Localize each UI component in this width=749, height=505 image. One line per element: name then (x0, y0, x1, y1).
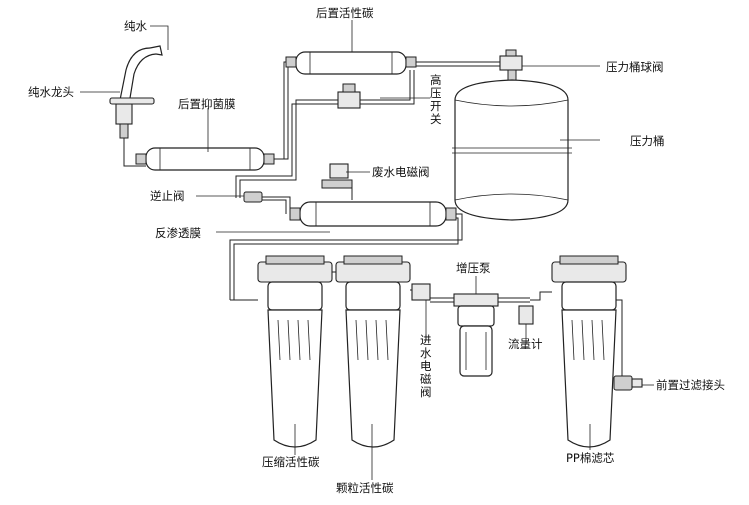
waste-water-solenoid (321, 163, 353, 200)
label-pp-cotton: PP棉滤芯 (566, 451, 614, 465)
high-pressure-switch (235, 70, 415, 198)
label-waste-solenoid: 废水电磁阀 (372, 165, 430, 179)
inlet-solenoid (411, 283, 454, 303)
pure-water-faucet (109, 45, 163, 167)
label-post-antibacterial: 后置抑菌膜 (178, 97, 236, 111)
label-granular-carbon: 颗粒活性碳 (336, 481, 394, 495)
post-antibacterial-membrane (135, 61, 298, 171)
label-high-pressure-switch: 高压开关 (430, 73, 442, 126)
pressure-tank (452, 79, 572, 221)
label-flow-meter: 流量计 (508, 337, 543, 351)
label-pre-filter-connector: 前置过滤接头 (656, 378, 725, 392)
label-compressed-carbon: 压缩活性碳 (262, 455, 320, 469)
flow-meter (518, 305, 534, 325)
label-pure-faucet: 纯水龙头 (28, 85, 74, 99)
label-pressure-tank: 压力桶 (630, 134, 665, 148)
label-post-carbon: 后置活性碳 (316, 6, 374, 20)
label-inlet-solenoid: 进水电磁阀 (420, 333, 432, 399)
label-check-valve: 逆止阀 (150, 189, 185, 203)
check-valve (243, 191, 291, 214)
leader-lines (80, 20, 654, 480)
label-inlet-solenoid-text: 进水电磁阀 (420, 333, 432, 399)
label-pressure-tank-valve: 压力桶球阀 (606, 60, 664, 74)
pressure-tank-valve (499, 49, 523, 83)
label-pure-water: 纯水 (124, 19, 147, 33)
compressed-carbon-filter (230, 255, 340, 448)
label-booster-pump: 增压泵 (456, 261, 491, 275)
pp-cotton-filter (530, 255, 627, 448)
booster-pump (453, 293, 530, 377)
label-high-pressure-switch-text: 高压开关 (430, 73, 442, 126)
ro-membrane (229, 201, 463, 300)
granular-carbon-filter (335, 255, 414, 448)
pre-filter-connector (613, 375, 643, 391)
post-active-carbon (285, 51, 500, 75)
label-ro-membrane: 反渗透膜 (155, 226, 201, 240)
